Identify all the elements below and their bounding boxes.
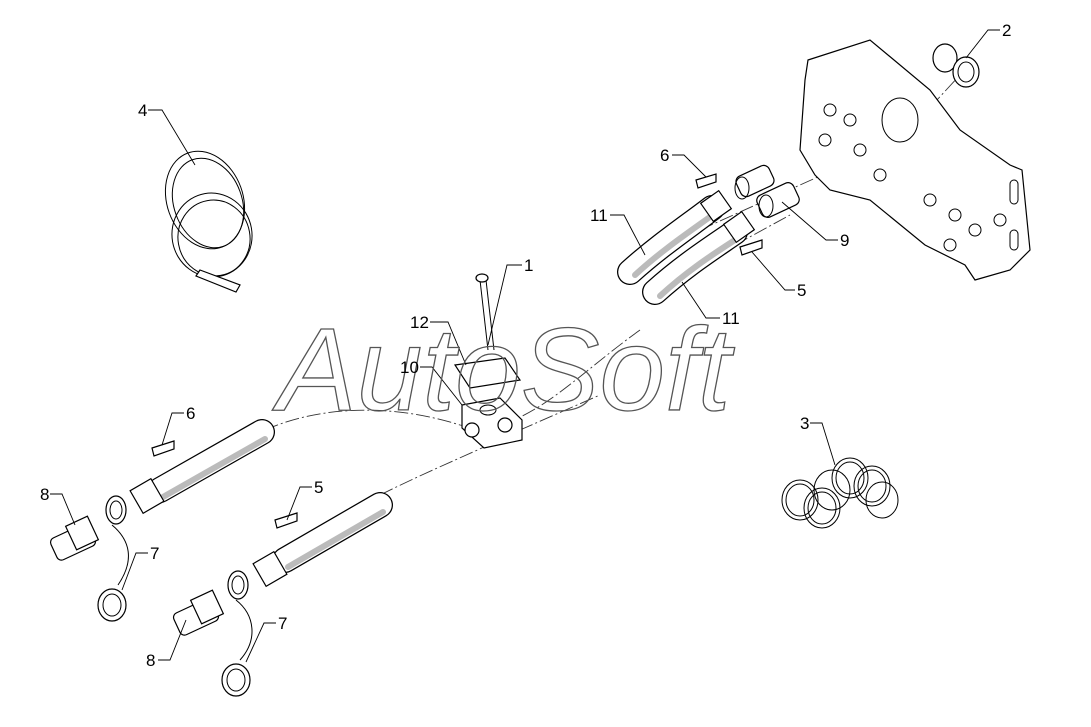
callout-9: 9 — [840, 231, 849, 250]
caps-part-2 — [932, 43, 980, 88]
cable-tie-part-4 — [164, 150, 253, 293]
labels-parts-5-6-upper — [695, 173, 763, 256]
callout-10: 10 — [400, 358, 419, 377]
callout-7-lower: 7 — [278, 614, 287, 633]
callout-4: 4 — [138, 101, 147, 120]
callout-6-lower: 6 — [186, 404, 195, 423]
mounting-bracket — [799, 39, 1031, 281]
callout-12: 12 — [410, 313, 429, 332]
leader-lines — [50, 29, 1000, 663]
dust-caps-part-7 — [97, 524, 253, 697]
callout-labels: 1 2 3 4 5 5 6 6 7 7 8 8 9 10 11 11 12 — [40, 21, 1011, 670]
couplings-part-8 — [49, 515, 225, 636]
callout-5-lower: 5 — [314, 478, 323, 497]
watermark-text: AutoSoft — [272, 304, 735, 436]
callout-8-lower: 8 — [146, 651, 155, 670]
labels-parts-5-6-lower — [151, 440, 298, 529]
lower-hose-2 — [227, 492, 393, 600]
callout-8-upper: 8 — [40, 485, 49, 504]
callout-6-upper: 6 — [660, 146, 669, 165]
lower-hose-1 — [105, 419, 275, 525]
callout-11-upper: 11 — [590, 206, 608, 225]
callout-7-upper: 7 — [150, 544, 159, 563]
upper-hoses-part-11 — [617, 189, 756, 305]
fittings-part-9 — [734, 164, 800, 218]
callout-11-lower: 11 — [722, 309, 740, 328]
clamp-assembly-parts-1-10-12 — [453, 273, 523, 449]
o-rings-part-3 — [781, 457, 899, 529]
callout-1: 1 — [524, 256, 533, 275]
callout-2: 2 — [1002, 21, 1011, 40]
callout-3: 3 — [800, 414, 809, 433]
callout-5-upper: 5 — [797, 281, 806, 300]
